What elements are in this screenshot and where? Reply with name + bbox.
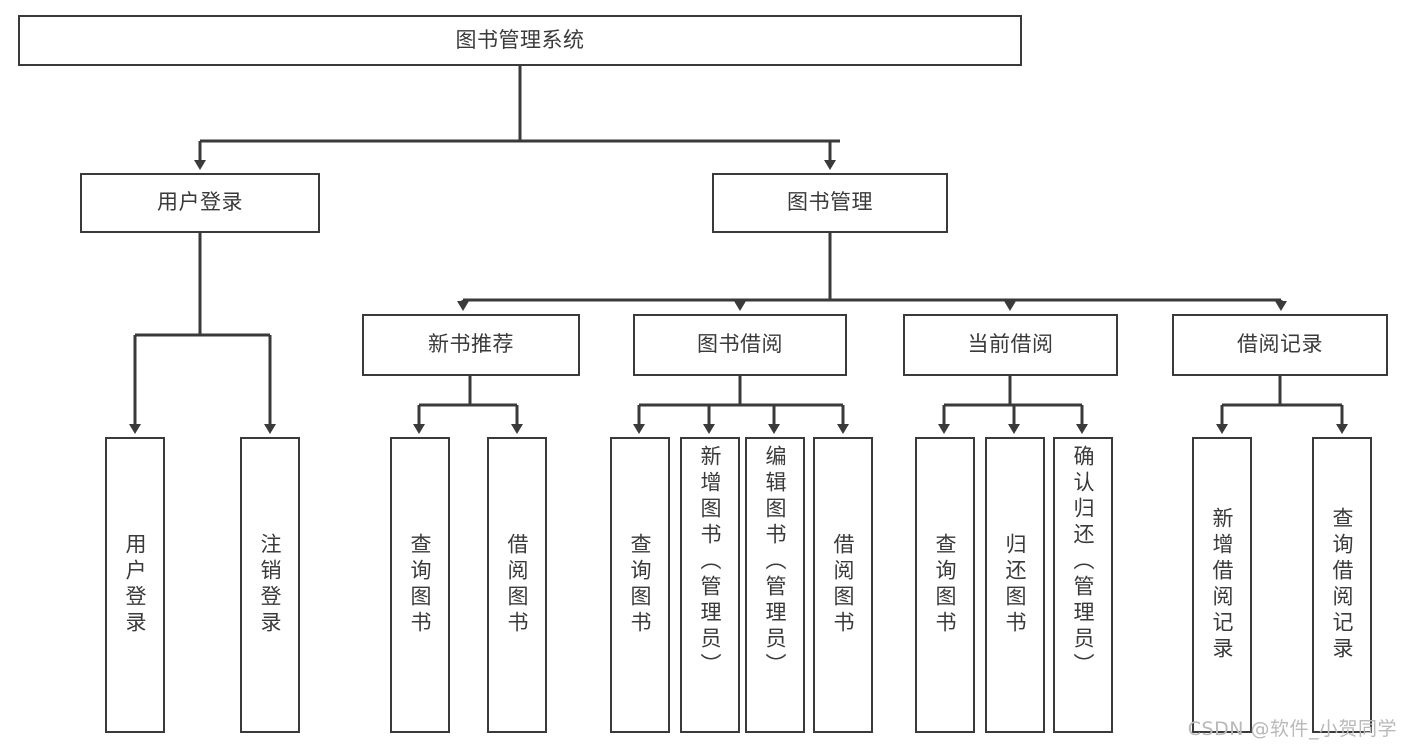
- leaf-user-login[interactable]: 用户登录: [105, 437, 165, 733]
- leaf-add-borrow-record[interactable]: 新增借阅记录: [1192, 437, 1252, 733]
- node-borrow-record[interactable]: 借阅记录: [1172, 314, 1388, 376]
- leaf-query-book-recommend[interactable]: 查询图书: [390, 437, 450, 733]
- csdn-watermark: CSDN @软件_小贺同学: [1187, 718, 1397, 740]
- leaf-edit-book-admin[interactable]: 编辑图书（管理员）: [745, 437, 805, 733]
- leaf-user-logout[interactable]: 注销登录: [240, 437, 300, 733]
- node-root[interactable]: 图书管理系统: [18, 15, 1022, 66]
- leaf-return-book[interactable]: 归还图书: [985, 437, 1045, 733]
- node-user-login[interactable]: 用户登录: [80, 173, 320, 233]
- leaf-query-borrow-record[interactable]: 查询借阅记录: [1312, 437, 1372, 733]
- node-new-book-recommend[interactable]: 新书推荐: [362, 314, 580, 376]
- leaf-query-book-current[interactable]: 查询图书: [915, 437, 975, 733]
- leaf-add-book-admin[interactable]: 新增图书（管理员）: [680, 437, 740, 733]
- node-current-borrow[interactable]: 当前借阅: [903, 314, 1118, 376]
- leaf-borrow-book-recommend[interactable]: 借阅图书: [487, 437, 547, 733]
- node-book-manage[interactable]: 图书管理: [712, 173, 948, 233]
- node-book-borrow[interactable]: 图书借阅: [633, 314, 847, 376]
- leaf-query-book-borrow[interactable]: 查询图书: [610, 437, 670, 733]
- leaf-confirm-return-admin[interactable]: 确认归还（管理员）: [1053, 437, 1113, 733]
- leaf-borrow-book[interactable]: 借阅图书: [813, 437, 873, 733]
